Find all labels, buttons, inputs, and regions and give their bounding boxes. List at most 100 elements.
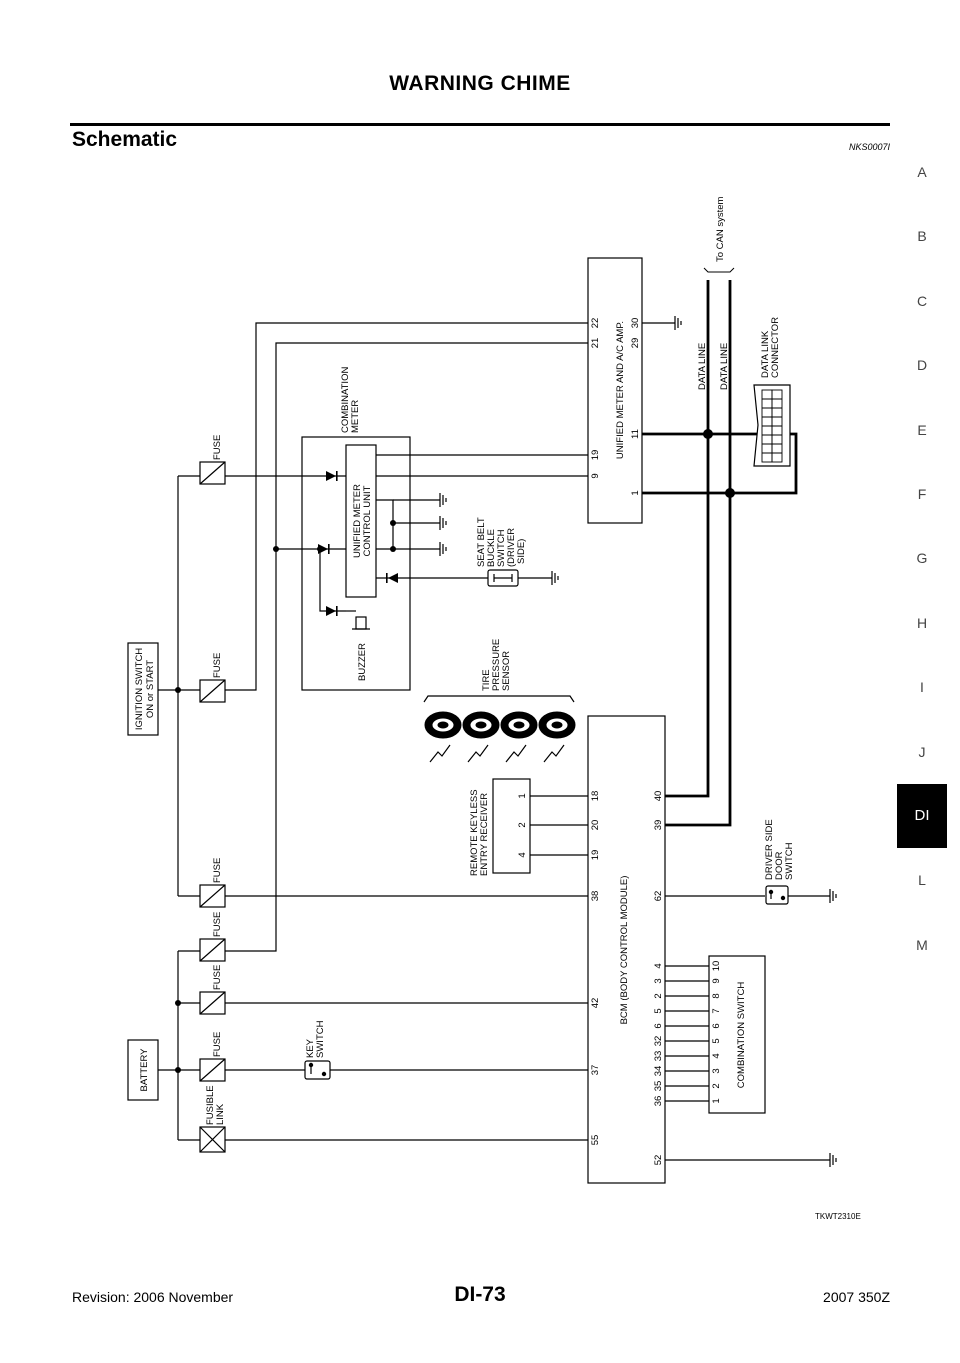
bcm-pin-42: 42 bbox=[590, 998, 601, 1009]
fusible-link-label: FUSIBLE bbox=[205, 1085, 216, 1125]
index-tab-l[interactable]: L bbox=[918, 872, 926, 889]
bcm-pin-19: 19 bbox=[590, 850, 601, 861]
bcm-pin-35: 35 bbox=[653, 1081, 664, 1092]
bcm-pin-6: 6 bbox=[653, 1023, 664, 1028]
dlc-label: DATA LINK bbox=[760, 330, 771, 378]
junction-dots bbox=[175, 429, 735, 1073]
index-tab-g[interactable]: G bbox=[916, 550, 928, 567]
door-switch-label-2: DOOR bbox=[774, 851, 785, 880]
bcm-pin-37: 37 bbox=[590, 1065, 601, 1076]
bcm-pin-39: 39 bbox=[653, 820, 664, 831]
tire-sensor-label-1: TIRE bbox=[481, 669, 492, 691]
keyless-label: REMOTE KEYLESS bbox=[469, 789, 480, 876]
meter-control-unit-label-2: CONTROL UNIT bbox=[362, 485, 373, 556]
fuse-label-2: FUSE bbox=[212, 653, 223, 678]
comb-switch-pin-2: 2 bbox=[711, 1083, 722, 1088]
seat-belt-label-4: (DRIVER bbox=[506, 528, 517, 567]
index-tab-d[interactable]: D bbox=[916, 357, 928, 374]
bcm-pin-20: 20 bbox=[590, 820, 601, 831]
bcm-pin-3: 3 bbox=[653, 978, 664, 983]
amp-pin-11: 11 bbox=[630, 429, 641, 439]
index-tab-c[interactable]: C bbox=[916, 292, 928, 309]
footer-page-number: DI-73 bbox=[454, 1283, 506, 1306]
seat-belt-label-2: BUCKLE bbox=[486, 529, 497, 567]
seat-belt-label-3: SWITCH bbox=[496, 529, 507, 567]
fuse-label-4: FUSE bbox=[212, 912, 223, 937]
bcm-pin-18: 18 bbox=[590, 791, 601, 802]
comb-switch-pin-10: 10 bbox=[711, 961, 722, 972]
diode-symbols bbox=[318, 471, 398, 616]
comb-switch-pin-4: 4 bbox=[711, 1053, 722, 1058]
comb-switch-pin-5: 5 bbox=[711, 1038, 722, 1043]
bcm-pin-32: 32 bbox=[653, 1036, 664, 1047]
header-rule bbox=[70, 123, 890, 126]
section-title: Schematic bbox=[72, 128, 178, 151]
data-lines bbox=[642, 280, 798, 827]
comb-switch-pin-9: 9 bbox=[711, 978, 722, 983]
index-tab-b[interactable]: B bbox=[917, 228, 927, 245]
index-tab-i[interactable]: I bbox=[920, 679, 924, 696]
index-tab-di[interactable]: DI bbox=[897, 783, 947, 849]
bcm-pin-4: 4 bbox=[653, 963, 664, 968]
combination-meter-label: COMBINATION bbox=[340, 367, 351, 433]
combination-meter-box bbox=[301, 436, 411, 691]
bcm-pin-38: 38 bbox=[590, 891, 601, 902]
tire-sensor-label-2: PRESSURE bbox=[491, 639, 502, 691]
ground-symbols bbox=[439, 316, 837, 1167]
fuse-symbols bbox=[199, 461, 226, 1153]
bcm-pin-40: 40 bbox=[653, 791, 664, 802]
combination-switch-box bbox=[708, 955, 766, 1114]
can-system-label: To CAN system bbox=[715, 196, 726, 262]
bcm-pin-33: 33 bbox=[653, 1051, 664, 1062]
footer-revision: Revision: 2006 November bbox=[72, 1289, 234, 1305]
index-tab-a[interactable]: A bbox=[917, 164, 927, 180]
can-brace bbox=[703, 267, 735, 273]
seat-belt-label-1: SEAT BELT bbox=[476, 517, 487, 567]
fusible-link-label-2: LINK bbox=[215, 1103, 226, 1125]
door-switch-label-1: DRIVER SIDE bbox=[764, 819, 775, 880]
comb-switch-pin-6: 6 bbox=[711, 1023, 722, 1028]
fuse-label-6: FUSE bbox=[212, 1032, 223, 1057]
fuse-label-1: FUSE bbox=[212, 435, 223, 460]
data-link-connector bbox=[753, 384, 791, 467]
index-tab-h[interactable]: H bbox=[916, 614, 928, 631]
index-tab-f[interactable]: F bbox=[917, 485, 927, 502]
ignition-switch-label: IGNITION SWITCH bbox=[134, 648, 145, 730]
comb-switch-pin-8: 8 bbox=[711, 993, 722, 998]
data-line-label-2: DATA LINE bbox=[719, 343, 730, 390]
tire-pressure-sensors bbox=[424, 711, 576, 763]
data-line-label-1: DATA LINE bbox=[697, 343, 708, 390]
bcm-pin-2: 2 bbox=[653, 993, 664, 998]
amp-pin-9: 9 bbox=[590, 473, 601, 478]
amp-pin-21: 21 bbox=[590, 338, 601, 349]
bcm-pin-34: 34 bbox=[653, 1066, 664, 1077]
bcm-label: BCM (BODY CONTROL MODULE) bbox=[619, 876, 630, 1025]
keyless-receiver-box bbox=[492, 778, 531, 874]
amp-label: UNIFIED METER AND A/C AMP. bbox=[615, 321, 626, 459]
key-switch-label-2: SWITCH bbox=[315, 1020, 326, 1058]
bcm-pin-55: 55 bbox=[590, 1135, 601, 1146]
tire-sensor-label-3: SENSOR bbox=[501, 651, 512, 691]
section-index-tabs: A B C D E F G H I J DI L M bbox=[897, 140, 947, 977]
rotated-labels: IGNITION SWITCH ON or START BATTERY FUSE… bbox=[134, 196, 795, 1125]
page-title: WARNING CHIME bbox=[389, 72, 571, 95]
index-tab-m[interactable]: M bbox=[916, 936, 928, 953]
key-switch-label: KEY bbox=[305, 1038, 316, 1058]
ignition-switch-state-label: ON or START bbox=[145, 660, 156, 718]
comb-switch-pin-7: 7 bbox=[711, 1008, 722, 1013]
index-tab-j[interactable]: J bbox=[918, 743, 926, 760]
bcm-box bbox=[587, 715, 666, 1184]
battery-label: BATTERY bbox=[139, 1048, 150, 1092]
bcm-pin-36: 36 bbox=[653, 1096, 664, 1107]
door-switch-label-3: SWITCH bbox=[784, 842, 795, 880]
meter-control-unit-box bbox=[345, 444, 377, 598]
keyless-pin-4: 4 bbox=[517, 852, 528, 857]
ignition-switch-box bbox=[127, 642, 159, 736]
keyless-pin-2: 2 bbox=[517, 822, 528, 827]
index-tab-e[interactable]: E bbox=[917, 421, 927, 438]
fuse-label-5: FUSE bbox=[212, 965, 223, 990]
keyless-pin-1: 1 bbox=[517, 793, 528, 798]
fuse-label-3: FUSE bbox=[212, 858, 223, 883]
